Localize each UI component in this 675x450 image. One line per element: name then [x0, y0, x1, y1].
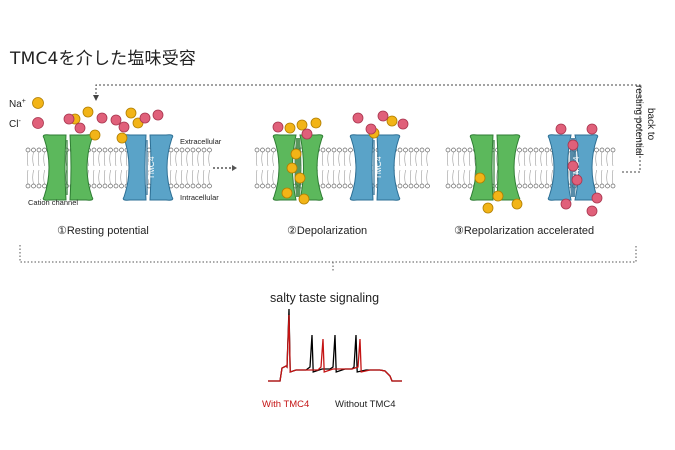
cl-legend-label: Cl-	[9, 118, 21, 130]
na-ion	[474, 172, 486, 184]
ions	[63, 106, 603, 217]
cl-ion	[365, 123, 377, 135]
cl-ion	[63, 113, 75, 125]
na-ion-icon	[32, 97, 44, 109]
tmc4-channel-label: TMC4	[373, 156, 383, 179]
na-ion	[511, 198, 523, 210]
na-ion	[89, 129, 101, 141]
cl-ion	[560, 198, 572, 210]
ion-legend: Na+ Cl-	[9, 97, 44, 130]
resting-potential-back-label: resting potential	[633, 85, 644, 156]
cl-ion	[118, 121, 130, 133]
na-ion	[294, 172, 306, 184]
stage-label-resting: ①Resting potential	[57, 225, 149, 237]
tmc4-channel-2: TMC4	[349, 134, 401, 201]
extracellular-label: Extracellular	[180, 137, 222, 146]
na-ion	[290, 148, 302, 160]
tmc4-channel-1: TMC4	[122, 134, 174, 201]
na-ion	[116, 132, 128, 144]
na-ion	[298, 193, 310, 205]
cl-ion-icon	[32, 117, 44, 129]
signaling-title: salty taste signaling	[270, 291, 379, 305]
cl-ion	[567, 160, 579, 172]
cl-ion	[139, 112, 151, 124]
cl-ion	[571, 174, 583, 186]
na-ion	[296, 119, 308, 131]
back-to-label: back to	[645, 108, 656, 141]
cl-ion	[397, 118, 409, 130]
na-ion	[125, 107, 137, 119]
na-legend-label: Na+	[9, 98, 26, 110]
na-ion	[482, 202, 494, 214]
stage-arrow	[213, 165, 237, 171]
cl-ion	[110, 114, 122, 126]
with-tmc4-label: With TMC4	[262, 399, 309, 410]
feedback-path	[93, 84, 641, 173]
na-ion	[281, 187, 293, 199]
cl-ion	[586, 123, 598, 135]
cl-ion	[301, 128, 313, 140]
membranes	[25, 147, 616, 189]
cation-channel-label: Cation channel	[28, 198, 78, 207]
trace-with-tmc4	[268, 314, 402, 382]
cl-ion	[567, 139, 579, 151]
cl-ion	[96, 112, 108, 124]
signal-traces	[268, 308, 402, 382]
stage-label-repolarization: ③Repolarization accelerated	[454, 225, 594, 237]
stage-bracket	[19, 245, 637, 272]
cl-ion	[152, 109, 164, 121]
cl-ion	[591, 192, 603, 204]
cation-channel-3	[469, 134, 521, 201]
channels: TMC4TMC4TMC4	[42, 134, 599, 201]
na-ion	[82, 106, 94, 118]
cl-ion	[377, 110, 389, 122]
na-ion	[286, 162, 298, 174]
cl-ion	[555, 123, 567, 135]
without-tmc4-label: Without TMC4	[335, 399, 396, 410]
figure-title: TMC4を介した塩味受容	[10, 49, 197, 69]
na-ion	[386, 115, 398, 127]
cation-channel-1	[42, 134, 94, 201]
cl-ion	[352, 112, 364, 124]
na-ion	[310, 117, 322, 129]
tmc4-channel-label: TMC4	[146, 156, 156, 179]
cl-ion	[74, 122, 86, 134]
cl-ion	[586, 205, 598, 217]
stage-label-depolarization: ②Depolarization	[287, 225, 367, 237]
cl-ion	[272, 121, 284, 133]
na-ion	[492, 190, 504, 202]
cation-channel-2	[272, 134, 324, 201]
na-ion	[284, 122, 296, 134]
intracellular-label: Intracellular	[180, 193, 219, 202]
